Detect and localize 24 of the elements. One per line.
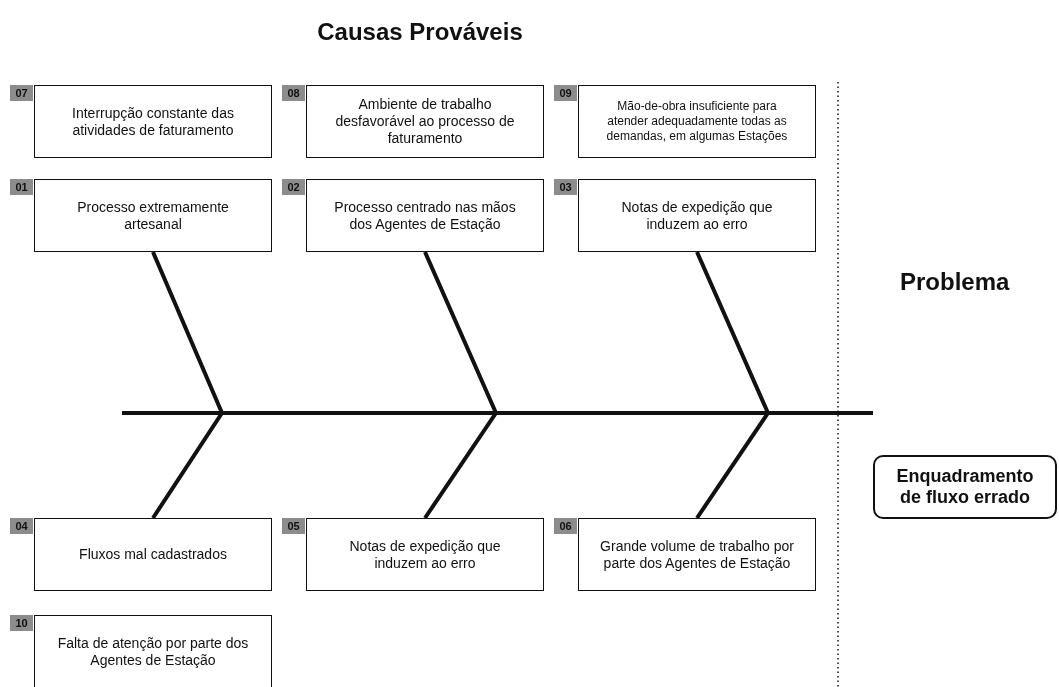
cause-text: Processo centrado nas mãos dos Agentes de Estação [333, 198, 517, 233]
cause-text: Processo extremamente artesanal [76, 198, 230, 233]
number-badge: 02 [282, 179, 305, 195]
cause-text: Mão-de-obra insuficiente para atender adequadamente todas as demandas, em algumas Estações [605, 99, 789, 144]
title: Causas Prováveis [316, 18, 524, 46]
number-badge: 06 [554, 518, 577, 534]
number-badge: 01 [10, 179, 33, 195]
number-badge: 08 [282, 85, 305, 101]
cause-text: Falta de atenção por parte dos Agentes de Estação [56, 634, 250, 669]
cause-text: Notas de expedição que induzem ao erro [348, 537, 502, 572]
number-badge: 05 [282, 518, 305, 534]
cause-text: Ambiente de trabalho desfavorável ao processo de faturamento [334, 96, 516, 147]
problem-text: Enquadramento de fluxo errado [895, 466, 1035, 508]
heading: Problema [900, 268, 1010, 296]
number-badge: 04 [10, 518, 33, 534]
number-badge: 09 [554, 85, 577, 101]
number-badge: 03 [554, 179, 577, 195]
number-badge: 10 [10, 615, 33, 631]
bone-line [695, 411, 873, 520]
cause-text: Fluxos mal cadastrados [79, 546, 227, 563]
number-badge: 07 [10, 85, 33, 101]
cause-text: Grande volume de trabalho por parte dos Agentes de Estação [599, 537, 795, 572]
cause-text: Notas de expedição que induzem ao erro [620, 198, 774, 233]
cause-text: Interrupção constante das atividades de faturamento [71, 104, 235, 139]
